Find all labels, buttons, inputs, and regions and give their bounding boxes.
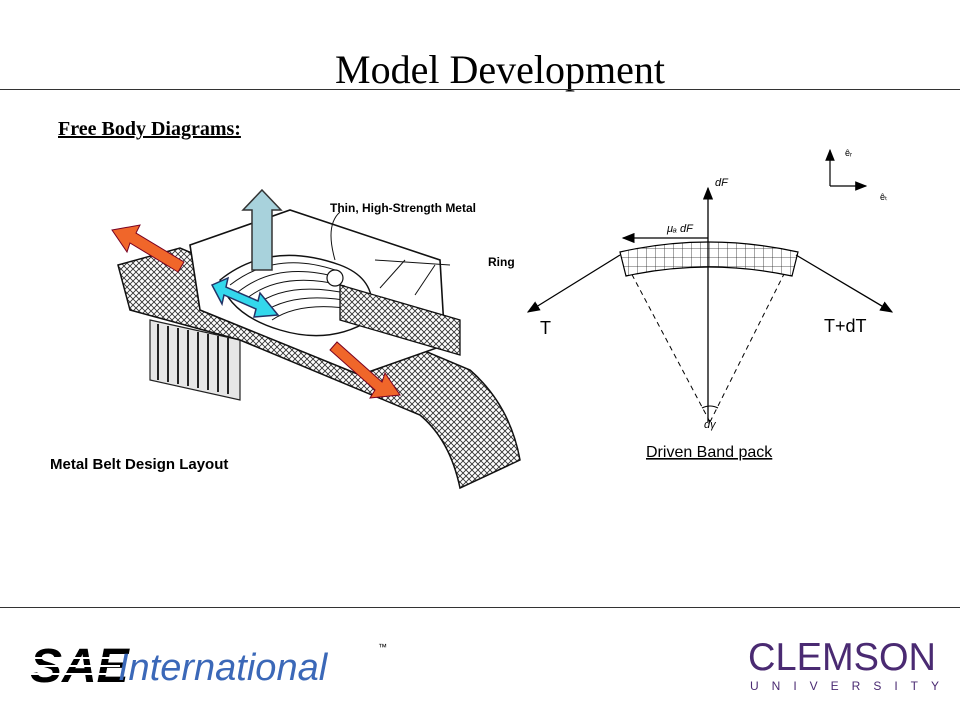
- cyan-double-arrow: [210, 276, 280, 318]
- sae-logo-secondary: International: [118, 647, 329, 688]
- band-segment: [619, 241, 799, 277]
- clemson-logo-primary: CLEMSON: [748, 636, 936, 679]
- slide-title: Model Development: [335, 47, 665, 92]
- sae-international-logo: SAE International ™: [30, 640, 387, 688]
- label-tension-right: T+dT: [824, 316, 867, 336]
- label-angle: dγ: [704, 419, 717, 431]
- label-thin-metal: Thin, High-Strength Metal: [330, 201, 476, 215]
- section-heading: Free Body Diagrams:: [58, 118, 241, 140]
- orange-arrow-left: [111, 224, 185, 273]
- tension-right-arrow: [795, 254, 894, 313]
- angle-arc: [701, 405, 719, 409]
- belt-figure-caption: Metal Belt Design Layout: [50, 456, 229, 473]
- sector-right-line: [709, 251, 796, 423]
- sector-left-line: [619, 251, 711, 423]
- label-friction: μₐ dF: [666, 223, 694, 235]
- footer-divider: [0, 607, 960, 608]
- belt-elements: [149, 319, 241, 401]
- label-unit-tangential: êₜ: [880, 192, 888, 202]
- free-body-diagram: dF μₐ dF T T+dT dγ êᵣ êₜ Driven Band pac…: [526, 148, 894, 461]
- light-blue-arrow: [241, 188, 283, 271]
- clemson-university-logo: CLEMSON UNIVERSITY: [748, 636, 944, 693]
- sae-logo-primary: SAE: [30, 640, 131, 688]
- label-ring: Ring: [488, 255, 515, 269]
- fbd-caption: Driven Band pack: [646, 444, 773, 461]
- title-divider: [0, 89, 960, 90]
- ring-pack: [339, 284, 461, 356]
- orange-arrow-right: [329, 341, 401, 399]
- metal-belt-figure: Thin, High-Strength Metal Ring: [111, 188, 521, 490]
- label-unit-radial: êᵣ: [845, 148, 852, 158]
- sae-logo-tm: ™: [378, 642, 387, 652]
- clemson-logo-secondary: UNIVERSITY: [750, 679, 944, 693]
- label-dF: dF: [715, 177, 729, 189]
- label-tension-left: T: [540, 318, 551, 338]
- tension-left-arrow: [526, 254, 621, 313]
